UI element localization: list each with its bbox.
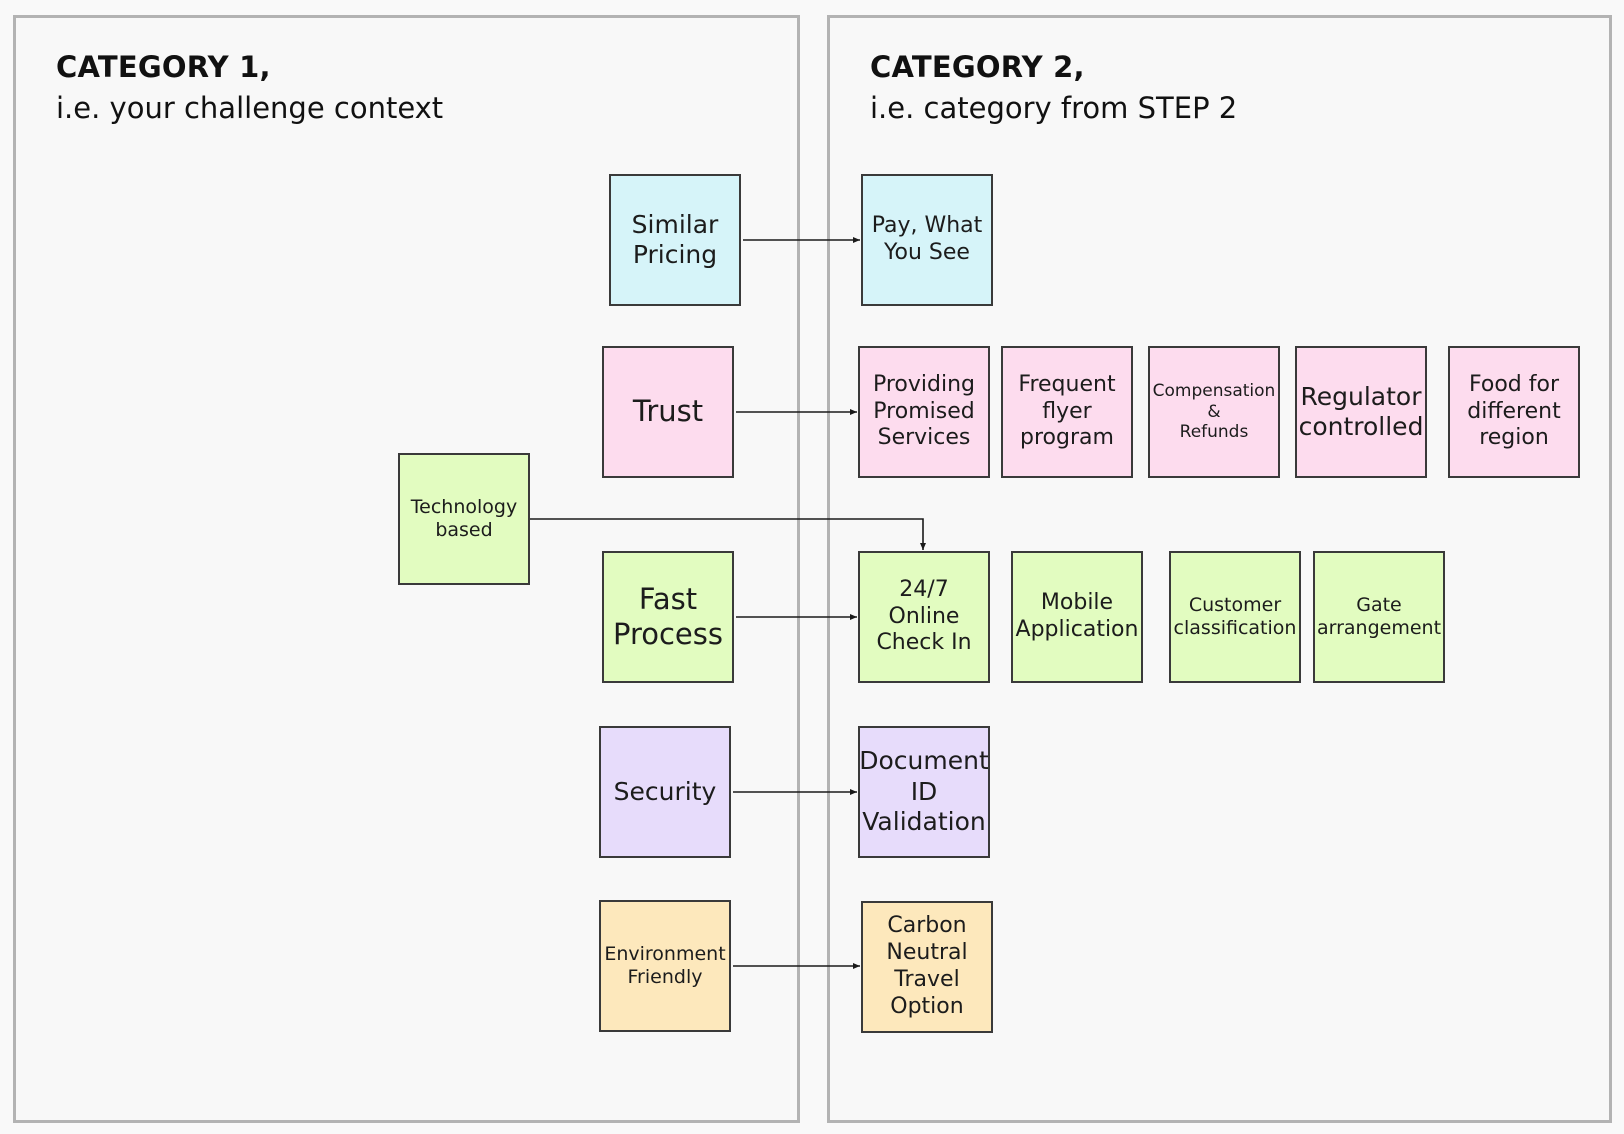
sticky-note-mobile-application[interactable]: Mobile Application: [1011, 551, 1143, 683]
sticky-note-frequent-flyer-program[interactable]: Frequent flyer program: [1001, 346, 1133, 478]
sticky-note-carbon-neutral-travel-option[interactable]: Carbon Neutral Travel Option: [861, 901, 993, 1033]
category-2-heading: CATEGORY 2, i.e. category from STEP 2: [870, 48, 1237, 130]
sticky-note-compensation-refunds[interactable]: Compensation & Refunds: [1148, 346, 1280, 478]
sticky-note-security[interactable]: Security: [599, 726, 731, 858]
sticky-note-environment-friendly[interactable]: Environment Friendly: [599, 900, 731, 1032]
category-2-subtitle: i.e. category from STEP 2: [870, 91, 1238, 125]
sticky-note-similar-pricing[interactable]: Similar Pricing: [609, 174, 741, 306]
sticky-note-online-check-in[interactable]: 24/7 Online Check In: [858, 551, 990, 683]
sticky-note-document-id-validation[interactable]: Document ID Validation: [858, 726, 990, 858]
sticky-note-providing-promised-services[interactable]: Providing Promised Services: [858, 346, 990, 478]
category-1-subtitle: i.e. your challenge context: [56, 91, 444, 125]
sticky-note-fast-process[interactable]: Fast Process: [602, 551, 734, 683]
sticky-note-pay-what-you-see[interactable]: Pay, What You See: [861, 174, 993, 306]
sticky-note-trust[interactable]: Trust: [602, 346, 734, 478]
sticky-note-gate-arrangement[interactable]: Gate arrangement: [1313, 551, 1445, 683]
sticky-note-technology-based[interactable]: Technology based: [398, 453, 530, 585]
category-1-heading: CATEGORY 1, i.e. your challenge context: [56, 48, 443, 130]
sticky-note-food-for-different-region[interactable]: Food for different region: [1448, 346, 1580, 478]
category-2-title: CATEGORY 2,: [870, 50, 1085, 84]
category-1-title: CATEGORY 1,: [56, 50, 271, 84]
sticky-note-regulator-controlled[interactable]: Regulator controlled: [1295, 346, 1427, 478]
sticky-note-customer-classification[interactable]: Customer classification: [1169, 551, 1301, 683]
